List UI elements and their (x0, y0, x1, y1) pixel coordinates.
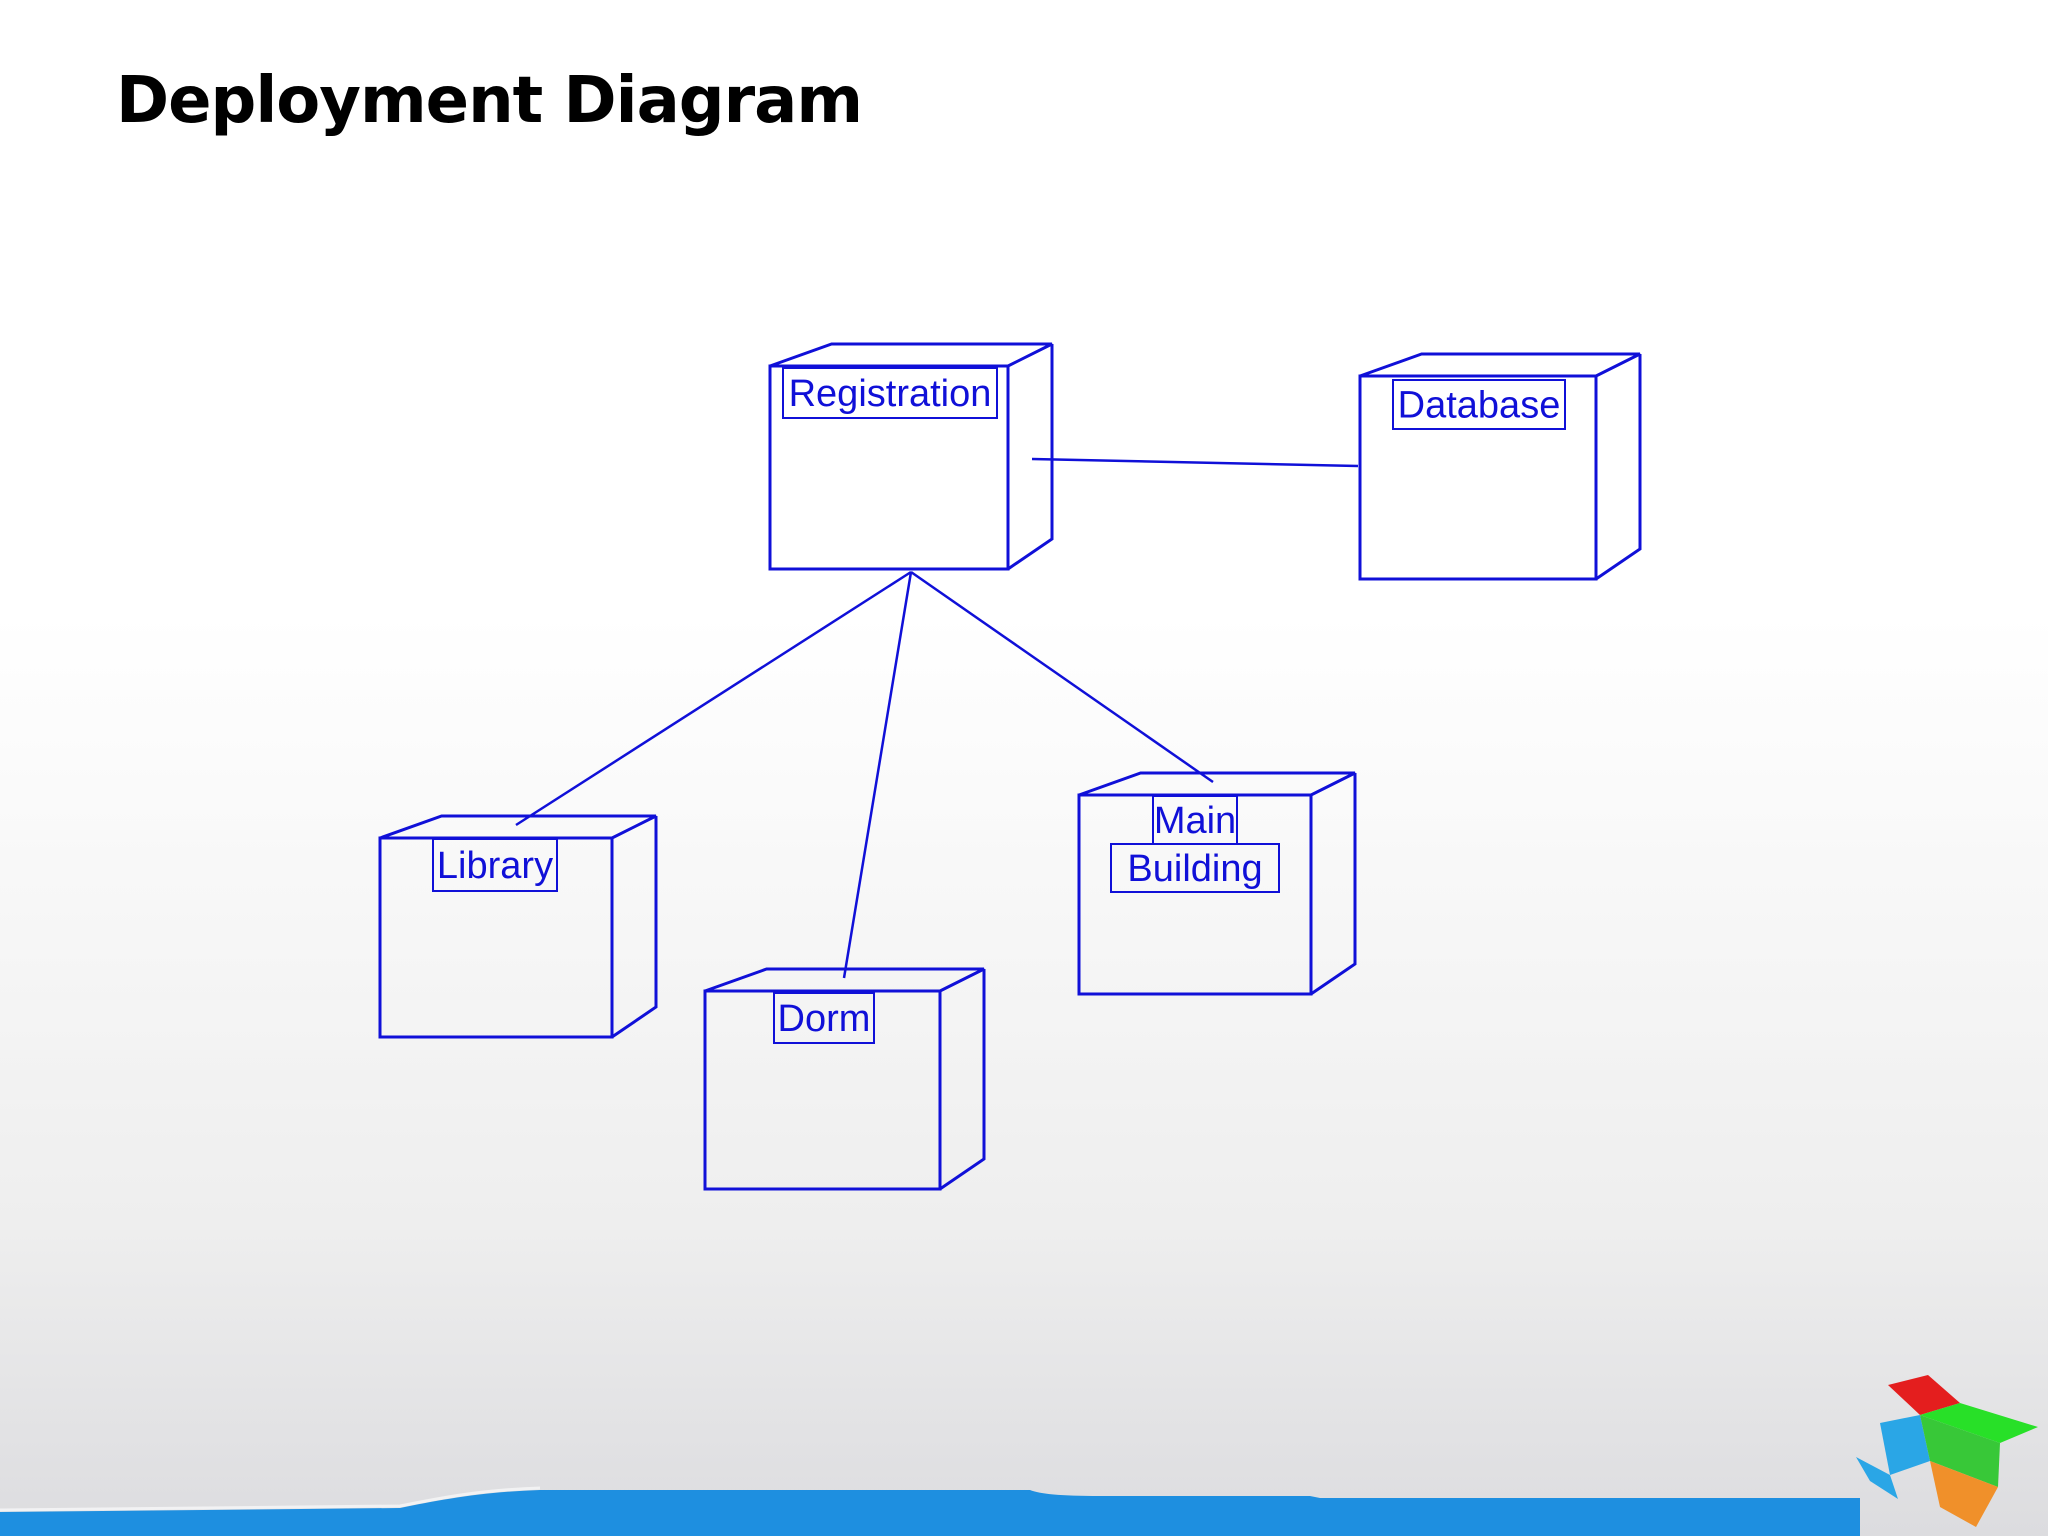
node-top-face (1359, 352, 1641, 378)
node-front-face (1358, 374, 1598, 581)
node-side-face (1310, 773, 1357, 996)
node-label-box (773, 992, 875, 1044)
node-label-dorm: Dorm (778, 998, 871, 1040)
node-side-face (611, 816, 658, 1039)
node-side-face (1595, 354, 1642, 581)
node-label-registration: Registration (789, 373, 992, 415)
node-front-face (703, 989, 942, 1191)
node-registration: Registration (768, 342, 1054, 571)
four-color-cube-logo (1856, 1375, 2038, 1527)
node-label-database: Database (1398, 385, 1561, 427)
node-label-main-building: Building (1127, 848, 1262, 890)
node-label-box (1392, 379, 1566, 430)
node-label-main-building: Main (1154, 800, 1236, 842)
node-label-box (782, 367, 998, 419)
connection-registration-library (515, 570, 912, 827)
node-front-face (768, 364, 1010, 571)
slide-title: Deployment Diagram (116, 64, 863, 138)
connection-registration-database (1031, 457, 1359, 468)
node-top-face (379, 814, 657, 840)
connection-registration-dorm (842, 571, 913, 979)
node-top-face (704, 967, 985, 993)
node-database: Database (1358, 352, 1642, 581)
node-label-box (432, 838, 558, 892)
node-top-face (769, 342, 1053, 368)
node-side-face (939, 969, 986, 1191)
node-label-library: Library (437, 845, 553, 887)
node-top-face (1078, 771, 1356, 797)
node-side-face (1007, 344, 1054, 571)
footer-bar (0, 1486, 1860, 1536)
connections (515, 457, 1359, 979)
node-library: Library (378, 814, 658, 1039)
connection-registration-main-building (910, 570, 1214, 784)
node-label-box (1110, 843, 1280, 893)
node-dorm: Dorm (703, 967, 986, 1191)
